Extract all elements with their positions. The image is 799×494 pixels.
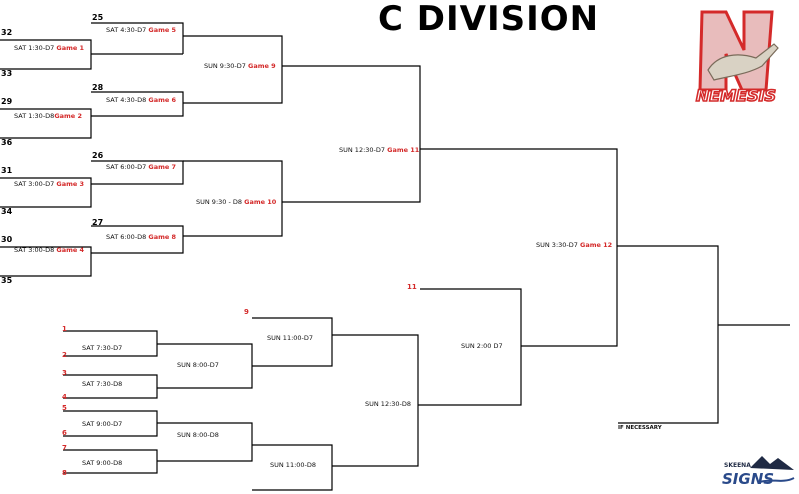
lower-b1-label: SAT 7:30-D7 xyxy=(82,344,123,352)
seed-30: 30 xyxy=(1,235,13,244)
mountain-icon xyxy=(750,456,794,470)
lower-d2-bracket xyxy=(252,444,333,491)
game-5-label: SAT 4:30-D7 Game 5 xyxy=(106,26,177,34)
game-11-label: SUN 12:30-D7 Game 11 xyxy=(339,146,420,154)
lower-d1-bracket xyxy=(252,317,333,367)
lower-d2-label: SUN 11:00-D8 xyxy=(270,461,317,469)
lower-c2-bracket xyxy=(157,422,253,462)
game-1-label: SAT 1:30-D7 Game 1 xyxy=(14,44,85,52)
nemesis-logo: NEMESIS xyxy=(695,10,779,106)
game-8-bracket xyxy=(91,225,184,254)
logo-wordmark: NEMESIS xyxy=(696,86,776,105)
game-2-bracket xyxy=(0,108,92,139)
game-9-label: SUN 9:30-D7 Game 9 xyxy=(204,62,276,70)
game-3-bracket xyxy=(0,177,92,208)
game-7-label: SAT 6:00-D7 Game 7 xyxy=(106,163,177,171)
seed-9: 9 xyxy=(244,308,249,316)
seed-25: 25 xyxy=(92,13,104,22)
game-4-bracket xyxy=(0,246,92,277)
lower-d1-label: SUN 11:00-D7 xyxy=(267,334,314,342)
lower-c2-label: SUN 8:00-D8 xyxy=(177,431,219,439)
lower-b4-label: SAT 9:00-D8 xyxy=(82,459,123,467)
seed-5: 5 xyxy=(62,404,67,412)
seed-31: 31 xyxy=(1,166,13,175)
seed-6: 6 xyxy=(62,429,67,437)
final-bracket xyxy=(617,245,719,424)
game-10-bracket xyxy=(183,160,283,237)
lower-b2-bracket xyxy=(63,374,158,399)
game-6-bracket xyxy=(91,91,184,117)
seed-2: 2 xyxy=(62,351,67,359)
game-6-label: SAT 4:30-D8 Game 6 xyxy=(106,96,177,104)
game-8-label: SAT 6:00-D8 Game 8 xyxy=(106,233,177,241)
sponsor-top-text: SKEENA xyxy=(724,462,751,469)
game-2-label: SAT 1:30-D8Game 2 xyxy=(14,112,83,120)
lower-c1-label: SUN 8:00-D7 xyxy=(177,361,219,369)
seed-4: 4 xyxy=(62,393,67,401)
lower-b2-label: SAT 7:30-D8 xyxy=(82,380,123,388)
game-3-label: SAT 3:00-D7 Game 3 xyxy=(14,180,85,188)
skeena-signs-logo: SKEENA SIGNS xyxy=(722,456,795,488)
lower-e1-label: SUN 12:30-D8 xyxy=(365,400,412,408)
seed-8: 8 xyxy=(62,469,67,477)
game-11-bracket xyxy=(282,65,421,203)
seed-35: 35 xyxy=(1,276,13,285)
seed-28: 28 xyxy=(92,83,104,92)
lower-f1-label: SUN 2:00 D7 xyxy=(461,342,503,350)
if-necessary-label: IF NECESSARY xyxy=(618,425,662,431)
lower-f1-bracket xyxy=(418,288,522,406)
game-7-bracket xyxy=(91,160,184,185)
lower-e1-bracket xyxy=(332,334,419,467)
seed-29: 29 xyxy=(1,97,13,106)
seed-26: 26 xyxy=(92,151,104,160)
game-9-bracket xyxy=(182,35,283,104)
seed-27: 27 xyxy=(92,218,104,227)
seed-32: 32 xyxy=(1,28,13,37)
seed-11: 11 xyxy=(407,283,417,291)
page-title: C DIVISION xyxy=(378,0,600,39)
seed-34: 34 xyxy=(1,207,13,216)
game-12-label: SUN 3:30-D7 Game 12 xyxy=(536,241,613,249)
seed-36: 36 xyxy=(1,138,13,147)
seed-1: 1 xyxy=(62,325,67,333)
game-10-label: SUN 9:30 - D8 Game 10 xyxy=(196,198,277,206)
seed-7: 7 xyxy=(62,444,67,452)
sponsor-bottom-text: SIGNS xyxy=(722,470,774,488)
game-4-label: SAT 3:00-D8 Game 4 xyxy=(14,246,85,254)
game-12-bracket xyxy=(420,148,618,347)
seed-3: 3 xyxy=(62,369,67,377)
game-5-bracket xyxy=(91,22,184,36)
lower-b3-label: SAT 9:00-D7 xyxy=(82,420,123,428)
seed-33: 33 xyxy=(1,69,13,78)
logo-n-shape xyxy=(698,10,779,92)
